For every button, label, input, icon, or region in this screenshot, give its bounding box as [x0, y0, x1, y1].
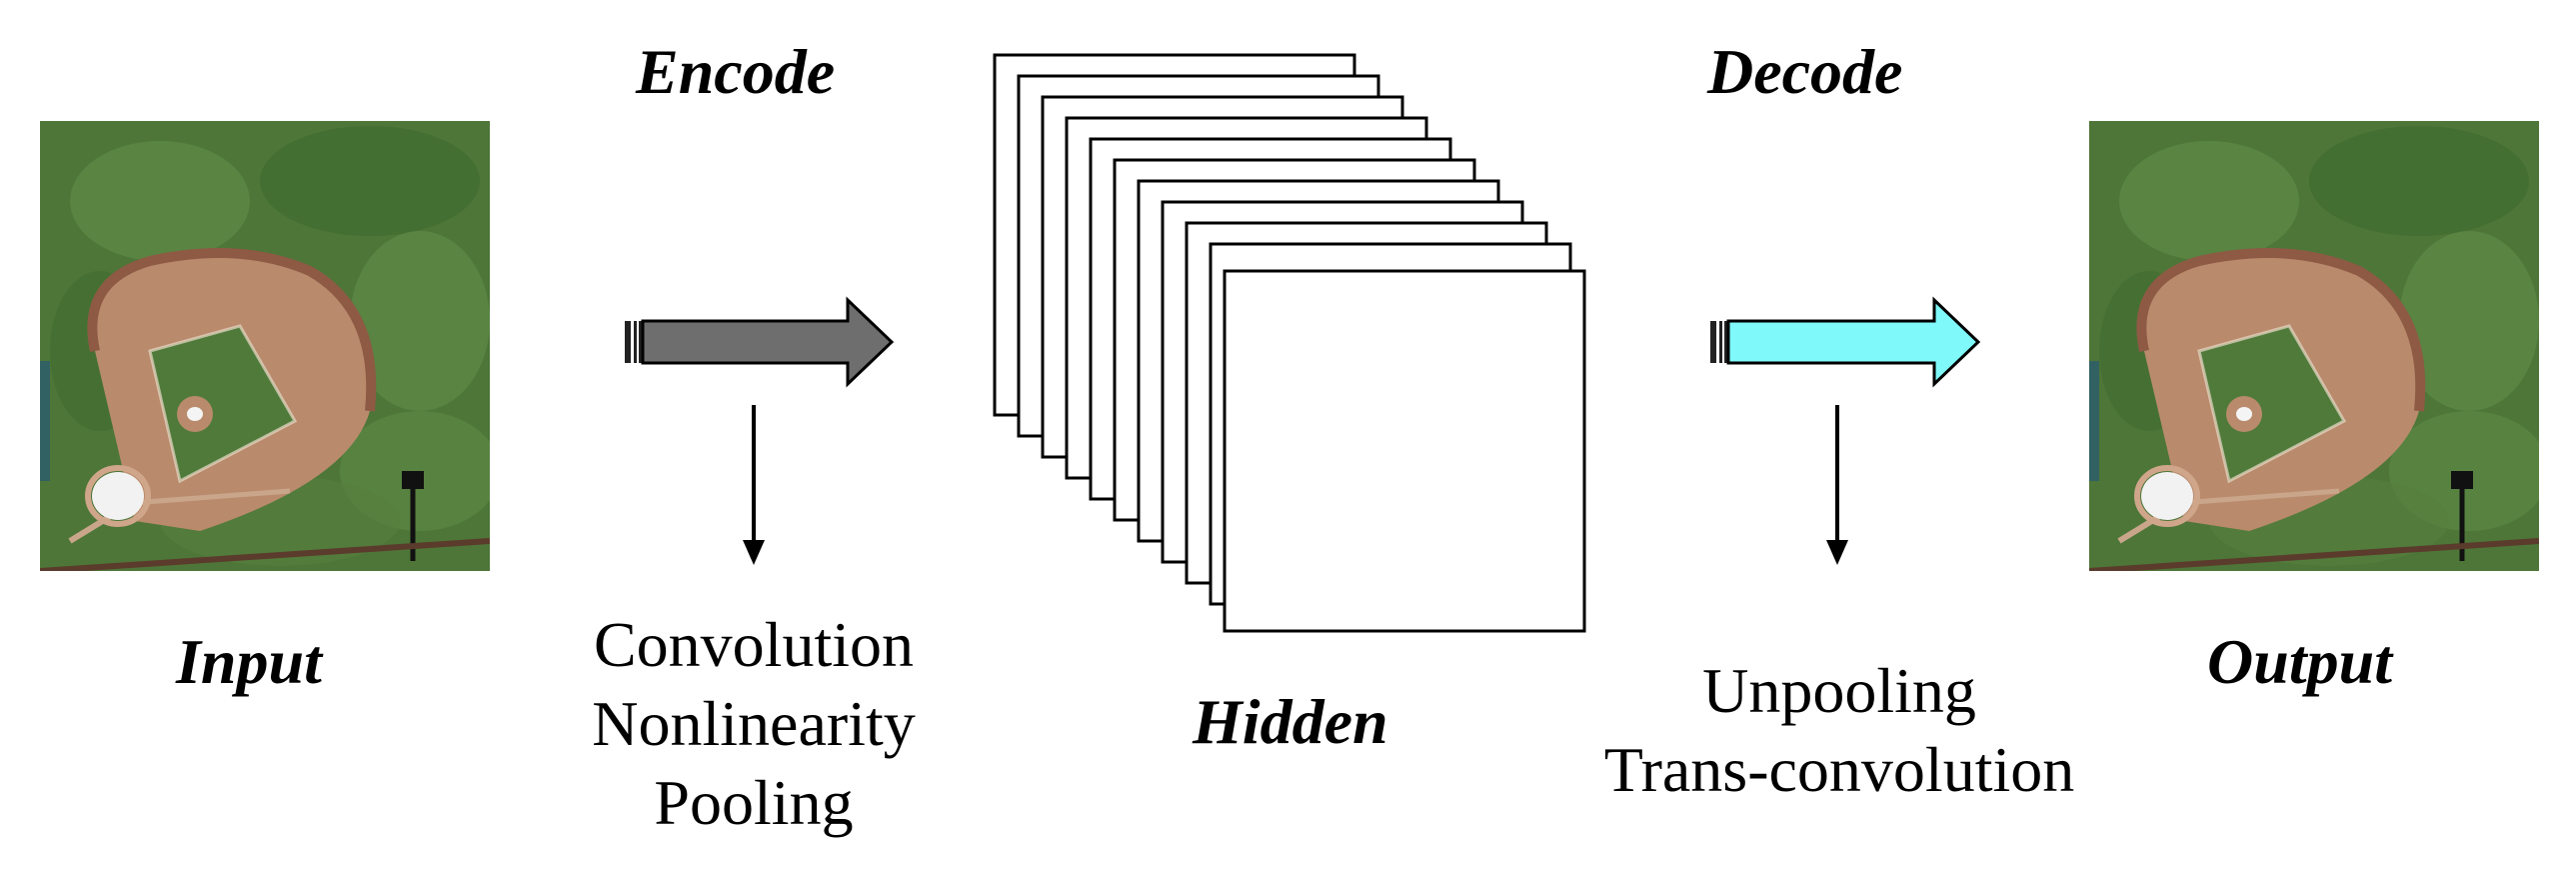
hidden-feature-stack — [993, 53, 1586, 633]
input-label: Input — [176, 626, 322, 697]
encode-op-pooling: Pooling — [654, 767, 854, 838]
output-label: Output — [2207, 626, 2392, 697]
decode-op-unpooling: Unpooling — [1702, 655, 1976, 726]
decode-down-arrow — [1826, 405, 1848, 565]
decode-operations: Unpooling Trans-convolution — [1539, 651, 2139, 809]
encode-operations: Convolution Nonlinearity Pooling — [524, 605, 984, 842]
decode-label: Decode — [1707, 36, 1903, 107]
hidden-label: Hidden — [1193, 686, 1388, 757]
encode-arrow — [625, 296, 895, 388]
encode-op-nonlinearity: Nonlinearity — [592, 688, 916, 759]
encode-op-convolution: Convolution — [593, 609, 915, 680]
decode-arrow — [1710, 296, 1981, 388]
encode-label: Encode — [636, 36, 836, 107]
feature-map — [1223, 269, 1586, 633]
input-image — [40, 121, 500, 571]
encode-down-arrow — [743, 405, 765, 565]
decode-op-trans-convolution: Trans-convolution — [1603, 734, 2075, 805]
output-image — [2089, 121, 2549, 571]
